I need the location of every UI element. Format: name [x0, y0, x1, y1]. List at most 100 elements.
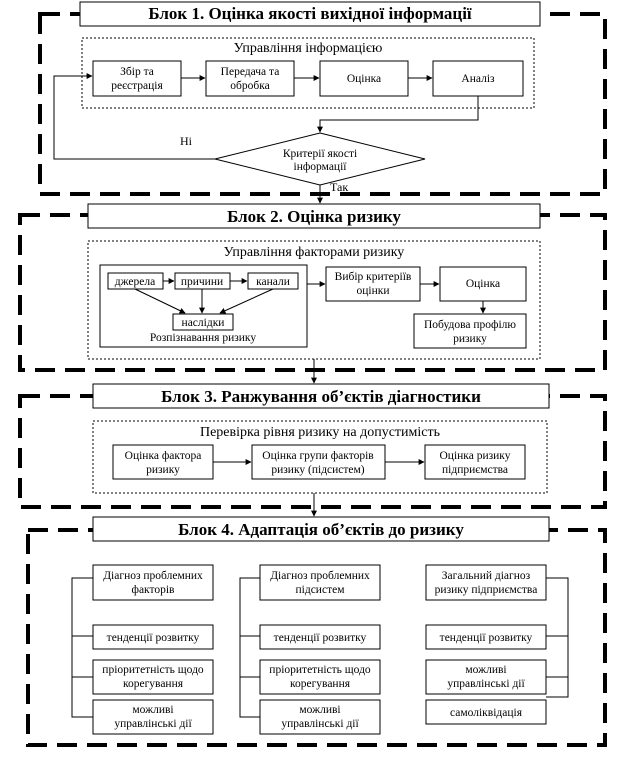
node-factor-risk: Оцінка фактора ризику [112, 444, 214, 480]
svg-text:можливі: можливі [299, 704, 340, 716]
svg-text:Збір та: Збір та [120, 66, 154, 78]
svg-text:Побудова профілю: Побудова профілю [424, 319, 516, 331]
svg-text:ризику: ризику [146, 464, 180, 476]
svg-text:Оцінка: Оцінка [466, 278, 500, 290]
svg-text:Оцінка: Оцінка [347, 73, 381, 85]
node-transfer-process: Передача та обробка [205, 60, 295, 97]
node-causes: причини [174, 272, 231, 290]
svg-text:причини: причини [181, 276, 223, 288]
svg-text:ризику (підсистем): ризику (підсистем) [271, 464, 364, 476]
svg-text:підприємства: підприємства [442, 464, 508, 476]
svg-text:пріоритетність щодо: пріоритетність щодо [102, 664, 204, 676]
svg-text:Оцінка фактора: Оцінка фактора [125, 450, 202, 462]
node-assessment: Оцінка [319, 60, 409, 97]
svg-text:тенденції розвитку: тенденції розвитку [440, 632, 533, 644]
node-sources: джерела [107, 272, 164, 290]
block-3-group [92, 420, 548, 494]
block-3: Блок 3. Ранжування об’єктів діагностики … [18, 383, 607, 517]
column-enterprise: Загальний діагноз ризику підприємства те… [425, 564, 569, 725]
svg-text:ризику підприємства: ризику підприємства [435, 584, 538, 596]
block-2-group-title: Управління факторами ризику [224, 245, 405, 260]
block-1-title: Блок 1. Оцінка якості вихідної інформаці… [148, 4, 472, 23]
svg-text:Діагноз проблемних: Діагноз проблемних [270, 570, 370, 582]
arrow-sources-to-consequences [134, 288, 186, 314]
svg-text:управлінські дії: управлінські дії [281, 718, 359, 730]
block-3-frame [18, 394, 607, 509]
bracket-factors [71, 577, 93, 718]
decision-info-quality: Критерії якості інформації [214, 132, 426, 186]
block-4-title: Блок 4. Адаптація об’єктів до ризику [178, 520, 464, 539]
arrow-analysis-to-decision [317, 96, 479, 133]
block-1: Блок 1. Оцінка якості вихідної інформаці… [38, 1, 607, 204]
node-risk-assessment: Оцінка [439, 266, 527, 302]
svg-text:самоліквідація: самоліквідація [450, 707, 523, 719]
node-enterprise-risk: Оцінка ризику підприємства [424, 444, 526, 480]
item-enterprise-liquidation: самоліквідація [425, 699, 547, 725]
risk-recognition-box [99, 264, 308, 348]
svg-text:тенденції розвитку: тенденції розвитку [107, 632, 200, 644]
head-problem-factors: Діагноз проблемних факторів [92, 564, 214, 601]
node-channels: канали [247, 272, 299, 290]
svg-text:Передача та: Передача та [221, 66, 280, 78]
head-problem-subsystems: Діагноз проблемних підсистем [259, 564, 381, 601]
svg-text:корегування: корегування [123, 678, 184, 690]
svg-text:управлінські дії: управлінські дії [114, 718, 192, 730]
item-subsystems-trends: тенденції розвитку [259, 624, 381, 650]
item-factors-priority: пріоритетність щодо корегування [92, 659, 214, 695]
svg-text:тенденції розвитку: тенденції розвитку [274, 632, 367, 644]
svg-text:Вибір критеріїв: Вибір критеріїв [335, 271, 412, 283]
node-criteria-selection: Вибір критеріїв оцінки [325, 266, 421, 302]
block-2: Блок 2. Оцінка ризику Управління фактора… [18, 203, 607, 384]
svg-text:інформації: інформації [294, 161, 348, 173]
svg-text:наслідки: наслідки [182, 317, 225, 329]
svg-text:підсистем: підсистем [296, 584, 346, 596]
block-3-group-title: Перевірка рівня ризику на допустимість [200, 425, 440, 440]
block-1-group [81, 37, 535, 109]
svg-text:обробка: обробка [230, 80, 269, 92]
svg-text:Оцінка групи факторів: Оцінка групи факторів [262, 450, 374, 462]
svg-text:реєстрація: реєстрація [111, 80, 163, 92]
svg-text:джерела: джерела [115, 276, 155, 288]
svg-text:можливі: можливі [465, 664, 506, 676]
svg-text:управлінські дії: управлінські дії [447, 678, 525, 690]
arrow-feedback-no [53, 73, 215, 160]
svg-text:ризику: ризику [453, 333, 487, 345]
svg-text:оцінки: оцінки [357, 285, 390, 297]
item-factors-actions: можливі управлінські дії [92, 699, 214, 735]
item-factors-trends: тенденції розвитку [92, 624, 214, 650]
label-no: Ні [180, 134, 193, 148]
svg-text:корегування: корегування [290, 678, 351, 690]
block-2-frame [18, 213, 607, 372]
svg-text:факторів: факторів [132, 584, 176, 596]
column-factors: Діагноз проблемних факторів тенденції ро… [71, 564, 214, 735]
node-analysis: Аналіз [432, 60, 524, 97]
item-enterprise-actions: можливі управлінські дії [425, 659, 547, 695]
svg-text:канали: канали [256, 276, 290, 288]
risk-recognition-label: Розпізнавання ризику [150, 332, 256, 344]
block-3-title: Блок 3. Ранжування об’єктів діагностики [161, 387, 481, 406]
head-enterprise-diagnosis: Загальний діагноз ризику підприємства [425, 564, 547, 601]
arrow-channels-to-consequences [219, 288, 274, 314]
svg-text:Критерії якості: Критерії якості [283, 148, 357, 160]
item-enterprise-trends: тенденції розвитку [425, 624, 547, 650]
node-group-risk: Оцінка групи факторів ризику (підсистем) [251, 444, 386, 480]
svg-text:Діагноз проблемних: Діагноз проблемних [103, 570, 203, 582]
node-consequences: наслідки [172, 313, 234, 331]
svg-text:Загальний діагноз: Загальний діагноз [442, 570, 531, 582]
label-yes: Так [330, 180, 348, 194]
block-3-title-box [92, 383, 550, 409]
block-4-title-box [92, 516, 550, 542]
svg-text:можливі: можливі [132, 704, 173, 716]
item-subsystems-actions: можливі управлінські дії [259, 699, 381, 735]
item-subsystems-priority: пріоритетність щодо корегування [259, 659, 381, 695]
svg-text:пріоритетність щодо: пріоритетність щодо [269, 664, 371, 676]
block-1-group-title: Управління інформацією [234, 41, 383, 56]
node-risk-profile: Побудова профілю ризику [413, 313, 527, 349]
bracket-subsystems [239, 577, 260, 718]
svg-text:Оцінка ризику: Оцінка ризику [440, 450, 511, 462]
block-4: Блок 4. Адаптація об’єктів до ризику Діа… [26, 516, 607, 747]
block-2-title: Блок 2. Оцінка ризику [227, 207, 401, 226]
svg-text:Аналіз: Аналіз [461, 73, 495, 85]
column-subsystems: Діагноз проблемних підсистем тенденції р… [239, 564, 381, 735]
